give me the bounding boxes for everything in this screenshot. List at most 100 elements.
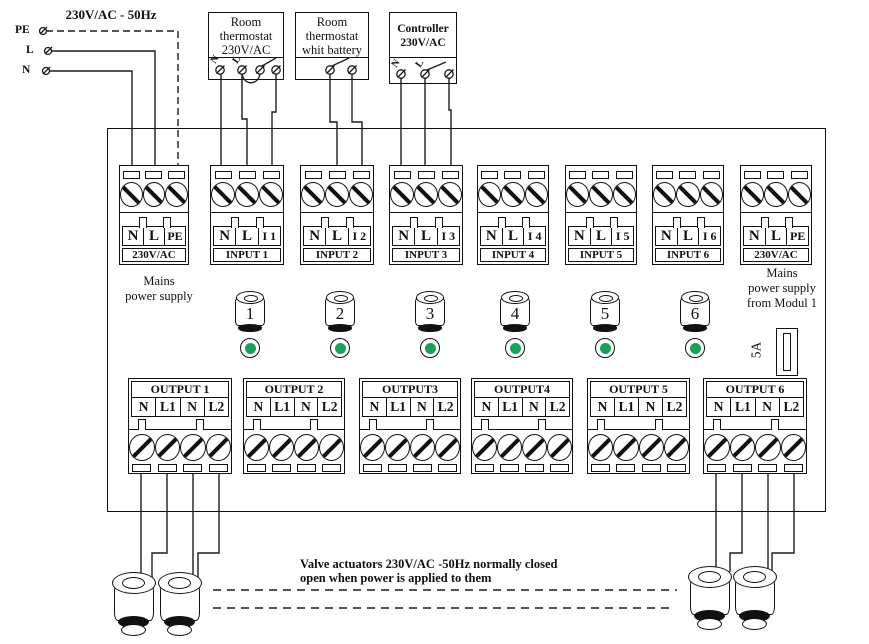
zone-led-4 — [505, 338, 525, 358]
wire-slots — [211, 171, 283, 179]
knob-cap — [236, 291, 264, 304]
wire-slots — [566, 171, 636, 179]
zone-led-1 — [240, 338, 260, 358]
device-terminal-strip — [209, 57, 283, 79]
screw-terminals — [653, 182, 723, 213]
screw-terminals — [360, 429, 460, 463]
screw-terminals — [244, 429, 344, 463]
knob-base — [418, 324, 442, 332]
clip-icon — [310, 419, 318, 430]
zone-knob-5: 5 — [590, 291, 620, 335]
screw-terminals — [704, 429, 806, 463]
output-title: OUTPUT3 — [362, 381, 458, 398]
screw-terminals — [129, 429, 231, 463]
knob-cap — [501, 291, 529, 304]
output-title: OUTPUT4 — [474, 381, 570, 398]
zone-number: 4 — [510, 304, 520, 323]
clip-icon — [426, 419, 434, 430]
block-name: INPUT 6 — [655, 248, 721, 262]
clip-icon — [713, 419, 722, 430]
knob-base — [593, 324, 617, 332]
l-label: L — [26, 44, 34, 56]
wire-slots — [129, 464, 231, 472]
block-name: INPUT 1 — [213, 248, 281, 262]
fuse-symbol — [776, 328, 798, 376]
zone-knob-3: 3 — [415, 291, 445, 335]
wire-slots — [478, 171, 548, 179]
module-enclosure — [107, 128, 826, 512]
block-name: 230V/AC — [122, 248, 186, 262]
output-title: OUTPUT 5 — [590, 381, 687, 398]
clip-icon — [597, 419, 606, 430]
zone-knob-4: 4 — [500, 291, 530, 335]
clip-icon — [369, 419, 377, 430]
clip-icon — [481, 419, 489, 430]
screw-terminals — [566, 182, 636, 213]
clip-icon — [346, 217, 355, 228]
knob-base — [683, 324, 707, 332]
screw-terminals — [301, 182, 373, 213]
valve-actuator-2 — [158, 572, 202, 638]
zone-number: 3 — [425, 304, 435, 323]
output-title: OUTPUT 6 — [706, 381, 804, 398]
output-title: OUTPUT 2 — [246, 381, 342, 398]
knob-base — [328, 324, 352, 332]
wire-slots — [360, 464, 460, 472]
clip-icon — [497, 217, 506, 228]
mains-stub-terminals — [38, 26, 53, 76]
clip-icon — [654, 419, 663, 430]
block-name: INPUT 2 — [303, 248, 371, 262]
valve-actuator-note: Valve actuators 230V/AC -50Hz normally c… — [300, 557, 558, 585]
knob-cap — [591, 291, 619, 304]
wire-slots — [244, 464, 344, 472]
knob-cap — [326, 291, 354, 304]
clip-icon — [435, 217, 444, 228]
wire-slots — [704, 464, 806, 472]
clip-icon — [785, 217, 794, 228]
output-title: OUTPUT 1 — [131, 381, 229, 398]
wire-slots — [120, 171, 188, 179]
wire-slots — [390, 171, 462, 179]
wire-slots — [653, 171, 723, 179]
valve-actuator-1 — [112, 572, 156, 638]
zone-led-6 — [685, 338, 705, 358]
clip-icon — [196, 419, 205, 430]
block-name: INPUT 3 — [392, 248, 460, 262]
screw-terminals — [478, 182, 548, 213]
clip-icon — [610, 217, 619, 228]
clip-icon — [697, 217, 706, 228]
block-name: INPUT 5 — [568, 248, 634, 262]
clip-icon — [162, 217, 171, 228]
screw-terminals — [211, 182, 283, 213]
pe-label: PE — [15, 24, 30, 36]
knob-base — [238, 324, 262, 332]
knob-base — [503, 324, 527, 332]
zone-knob-1: 1 — [235, 291, 265, 335]
zone-number: 6 — [690, 304, 700, 323]
clip-icon — [139, 217, 148, 228]
actuator-bus-dashes — [213, 589, 677, 609]
zone-knob-2: 2 — [325, 291, 355, 335]
